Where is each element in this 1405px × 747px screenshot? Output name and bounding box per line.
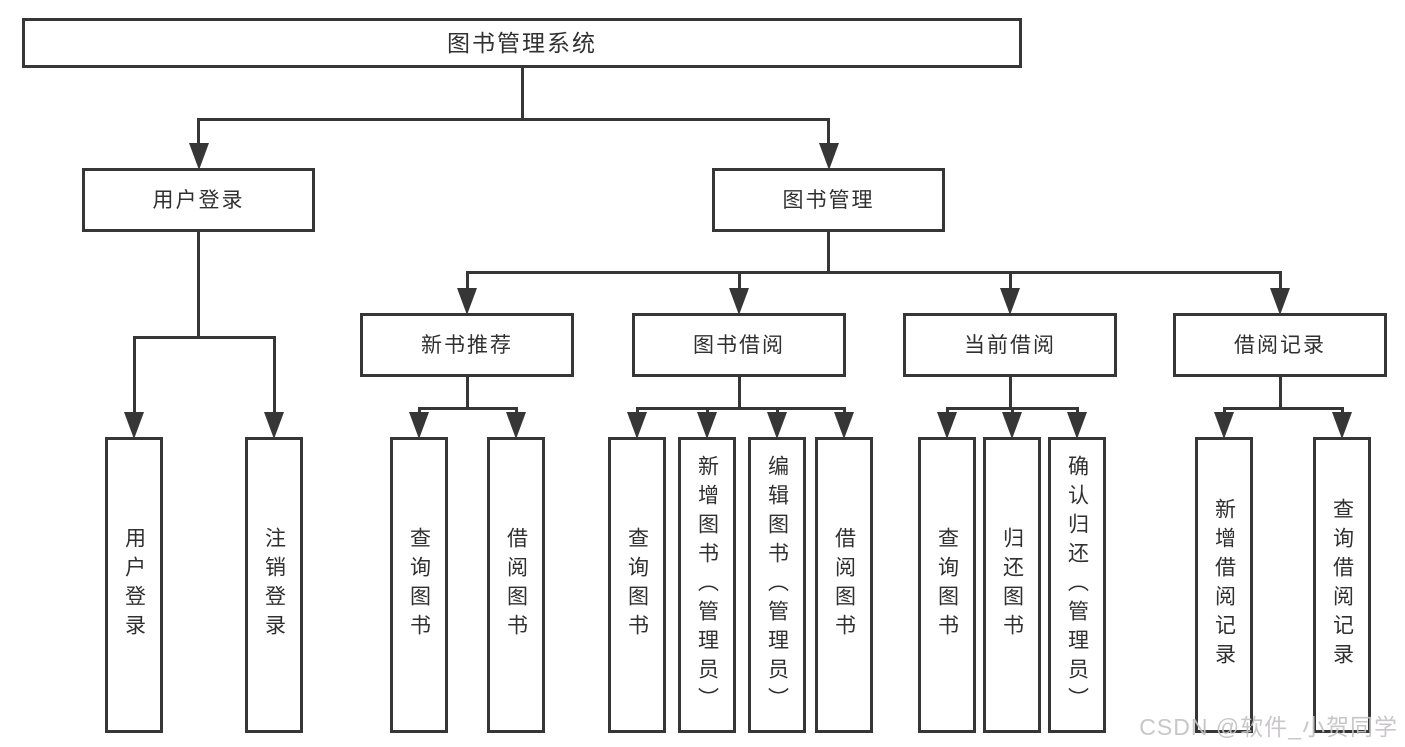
connector-bus-book-mgmt bbox=[465, 270, 1282, 274]
connector-drop-nb-borrow bbox=[514, 408, 518, 415]
node-root: 图书管理系统 bbox=[22, 18, 1022, 68]
connector-drop-cb-confirm bbox=[1075, 408, 1079, 415]
connector-drop-cb-return bbox=[1010, 408, 1014, 415]
node-br-add: 新增借阅记录 bbox=[1195, 437, 1253, 733]
connector-stem-book-mgmt bbox=[827, 231, 830, 274]
arrow-down-icon-v-user-login bbox=[124, 412, 144, 439]
arrow-down-icon-cb-query bbox=[937, 412, 957, 439]
connector-drop-bb-query bbox=[635, 408, 639, 415]
node-label-bb-query: 查询图书 bbox=[625, 527, 649, 643]
arrow-down-icon-user-login bbox=[188, 143, 209, 170]
node-book-borrow: 图书借阅 bbox=[632, 313, 846, 377]
connector-stem-user-login bbox=[197, 231, 200, 339]
arrow-down-icon-book-mgmt bbox=[818, 143, 839, 170]
connector-bus-root bbox=[197, 117, 830, 121]
node-bb-add: 新增图书（管理员） bbox=[678, 437, 736, 733]
node-label-cb-query: 查询图书 bbox=[935, 527, 959, 643]
node-cb-confirm: 确认归还（管理员） bbox=[1048, 437, 1106, 733]
node-v-user-login: 用户登录 bbox=[105, 437, 163, 733]
connector-drop-v-user-login bbox=[132, 337, 136, 415]
node-new-books: 新书推荐 bbox=[360, 313, 574, 377]
connector-drop-bb-edit bbox=[775, 408, 779, 415]
connector-drop-current-borrow bbox=[1008, 272, 1012, 291]
node-book-mgmt: 图书管理 bbox=[712, 168, 945, 232]
connector-drop-book-mgmt bbox=[827, 119, 830, 146]
node-v-logout: 注销登录 bbox=[245, 437, 303, 733]
node-label-bb-add: 新增图书（管理员） bbox=[695, 454, 719, 716]
connector-drop-cb-query bbox=[945, 408, 949, 415]
node-label-root: 图书管理系统 bbox=[447, 29, 597, 56]
arrow-down-icon-cb-return bbox=[1002, 412, 1022, 439]
connector-bus-new-books bbox=[417, 406, 518, 410]
node-cb-query: 查询图书 bbox=[918, 437, 976, 733]
node-borrow-records: 借阅记录 bbox=[1173, 313, 1387, 377]
connector-stem-book-borrow bbox=[737, 376, 741, 410]
arrow-down-icon-br-add bbox=[1214, 412, 1234, 439]
connector-drop-new-books bbox=[465, 272, 469, 291]
node-current-borrow: 当前借阅 bbox=[903, 313, 1117, 377]
node-nb-borrow: 借阅图书 bbox=[487, 437, 545, 733]
node-label-nb-borrow: 借阅图书 bbox=[504, 527, 528, 643]
connector-drop-user-login bbox=[197, 119, 200, 146]
node-br-query: 查询借阅记录 bbox=[1313, 437, 1371, 733]
connector-drop-v-logout bbox=[272, 337, 276, 415]
node-label-book-borrow: 图书借阅 bbox=[693, 333, 785, 357]
arrow-down-icon-book-borrow bbox=[729, 288, 749, 315]
connector-bus-book-borrow bbox=[635, 406, 846, 410]
connector-stem-borrow-records bbox=[1278, 376, 1282, 410]
watermark: CSDN @软件_小贺同学 bbox=[1139, 714, 1398, 740]
node-bb-query: 查询图书 bbox=[608, 437, 666, 733]
arrow-down-icon-bb-query bbox=[627, 412, 647, 439]
node-label-br-add: 新增借阅记录 bbox=[1212, 498, 1236, 672]
connector-drop-book-borrow bbox=[737, 272, 741, 291]
node-label-user-login: 用户登录 bbox=[152, 188, 245, 212]
node-label-new-books: 新书推荐 bbox=[421, 333, 513, 357]
node-label-bb-borrow: 借阅图书 bbox=[832, 527, 856, 643]
connector-stem-root bbox=[520, 67, 524, 121]
arrow-down-icon-borrow-records bbox=[1270, 288, 1290, 315]
arrow-down-icon-bb-edit bbox=[767, 412, 787, 439]
node-label-v-logout: 注销登录 bbox=[262, 527, 286, 643]
node-bb-edit: 编辑图书（管理员） bbox=[748, 437, 806, 733]
node-label-book-mgmt: 图书管理 bbox=[782, 188, 875, 212]
connector-drop-bb-borrow bbox=[842, 408, 846, 415]
arrow-down-icon-nb-query bbox=[409, 412, 429, 439]
connector-stem-current-borrow bbox=[1008, 376, 1012, 410]
arrow-down-icon-current-borrow bbox=[1000, 288, 1020, 315]
connector-drop-bb-add bbox=[705, 408, 709, 415]
arrow-down-icon-nb-borrow bbox=[506, 412, 526, 439]
node-label-borrow-records: 借阅记录 bbox=[1234, 333, 1326, 357]
node-user-login: 用户登录 bbox=[82, 168, 315, 232]
node-label-cb-confirm: 确认归还（管理员） bbox=[1065, 454, 1089, 716]
node-bb-borrow: 借阅图书 bbox=[815, 437, 873, 733]
connector-drop-nb-query bbox=[417, 408, 421, 415]
arrow-down-icon-cb-confirm bbox=[1067, 412, 1087, 439]
connector-drop-borrow-records bbox=[1278, 272, 1282, 291]
connector-drop-br-add bbox=[1222, 408, 1226, 415]
node-label-cb-return: 归还图书 bbox=[1000, 527, 1024, 643]
connector-bus-user-login bbox=[132, 335, 276, 339]
connector-bus-borrow-records bbox=[1222, 406, 1344, 410]
connector-drop-br-query bbox=[1340, 408, 1344, 415]
arrow-down-icon-bb-borrow bbox=[834, 412, 854, 439]
arrow-down-icon-br-query bbox=[1332, 412, 1352, 439]
arrow-down-icon-bb-add bbox=[697, 412, 717, 439]
node-label-bb-edit: 编辑图书（管理员） bbox=[765, 454, 789, 716]
node-label-br-query: 查询借阅记录 bbox=[1330, 498, 1354, 672]
arrow-down-icon-new-books bbox=[457, 288, 477, 315]
node-label-v-user-login: 用户登录 bbox=[122, 527, 146, 643]
connector-stem-new-books bbox=[465, 376, 469, 410]
node-nb-query: 查询图书 bbox=[390, 437, 448, 733]
node-label-current-borrow: 当前借阅 bbox=[964, 333, 1056, 357]
node-label-nb-query: 查询图书 bbox=[407, 527, 431, 643]
arrow-down-icon-v-logout bbox=[264, 412, 284, 439]
node-cb-return: 归还图书 bbox=[983, 437, 1041, 733]
